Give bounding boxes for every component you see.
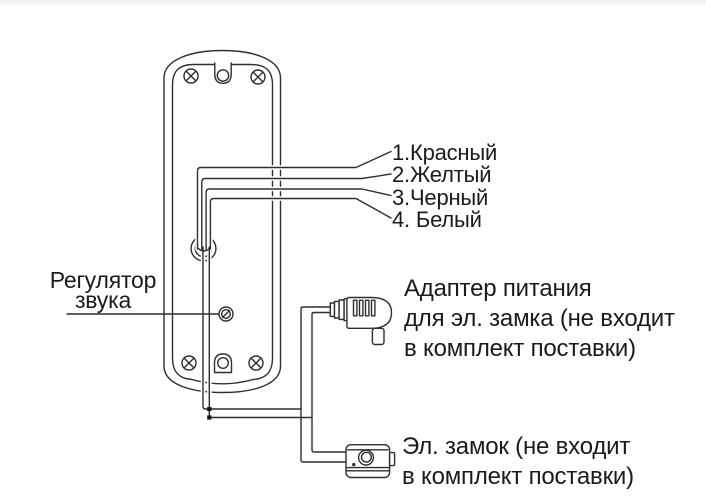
bottom-keyhole-icon — [213, 353, 233, 374]
bottom-keyhole-hole — [216, 357, 229, 370]
panel-cable-left — [202, 246, 302, 410]
adapter-label-line1: Адаптер питания — [404, 275, 592, 302]
wire-label-white: 4. Белый — [392, 206, 482, 232]
top-keyhole-icon — [214, 62, 232, 84]
power-adapter-label: Адаптер питания для эл. замка (не входит… — [404, 274, 675, 364]
screw-bottom-left-icon — [181, 355, 197, 371]
power-adapter-icon — [329, 296, 393, 346]
wire-4-white — [209, 197, 392, 250]
junction-dot-2 — [207, 415, 212, 420]
wire-label-yellow: 2.Желтый — [392, 162, 492, 188]
diagram-lines — [66, 49, 396, 479]
wire-2-yellow — [201, 173, 392, 252]
electric-lock-icon — [345, 444, 396, 479]
junction-dot-1 — [207, 406, 212, 412]
adapter-label-line3: в комплект поставки) — [404, 335, 636, 362]
wire-1-red — [196, 150, 392, 250]
volume-label-line1: Регулятор — [49, 267, 157, 293]
adapter-cord-right — [311, 311, 348, 453]
lock-label-line2: в комплект поставки) — [402, 463, 634, 490]
adapter-cord-left — [300, 306, 348, 463]
wire-labels: 1.Красный 2.Желтый 3.Черный 4. Белый — [392, 140, 498, 232]
volume-regulator-label: Регулятор звука — [30, 267, 176, 313]
volume-screw-icon — [218, 306, 234, 322]
screw-top-left-icon — [183, 68, 199, 84]
adapter-label-line2: для эл. замка (не входит — [404, 305, 675, 332]
screw-top-right-icon — [250, 69, 266, 85]
panel-inner-outline — [171, 63, 274, 385]
electric-lock-label: Эл. замок (не входит в комплект поставки… — [402, 432, 634, 492]
top-keyhole-mask — [214, 62, 232, 84]
wire-label-red: 1.Красный — [392, 140, 498, 165]
lock-label-line1: Эл. замок (не входит — [402, 433, 631, 460]
volume-label-line2: звука — [74, 287, 132, 313]
page-top-edge — [0, 0, 706, 7]
top-keyhole-hole — [216, 69, 230, 82]
wire-label-black: 3.Черный — [392, 184, 489, 210]
panel-outer-outline — [163, 49, 282, 394]
wire-3-black — [205, 188, 392, 252]
screw-bottom-right-icon — [248, 355, 264, 371]
